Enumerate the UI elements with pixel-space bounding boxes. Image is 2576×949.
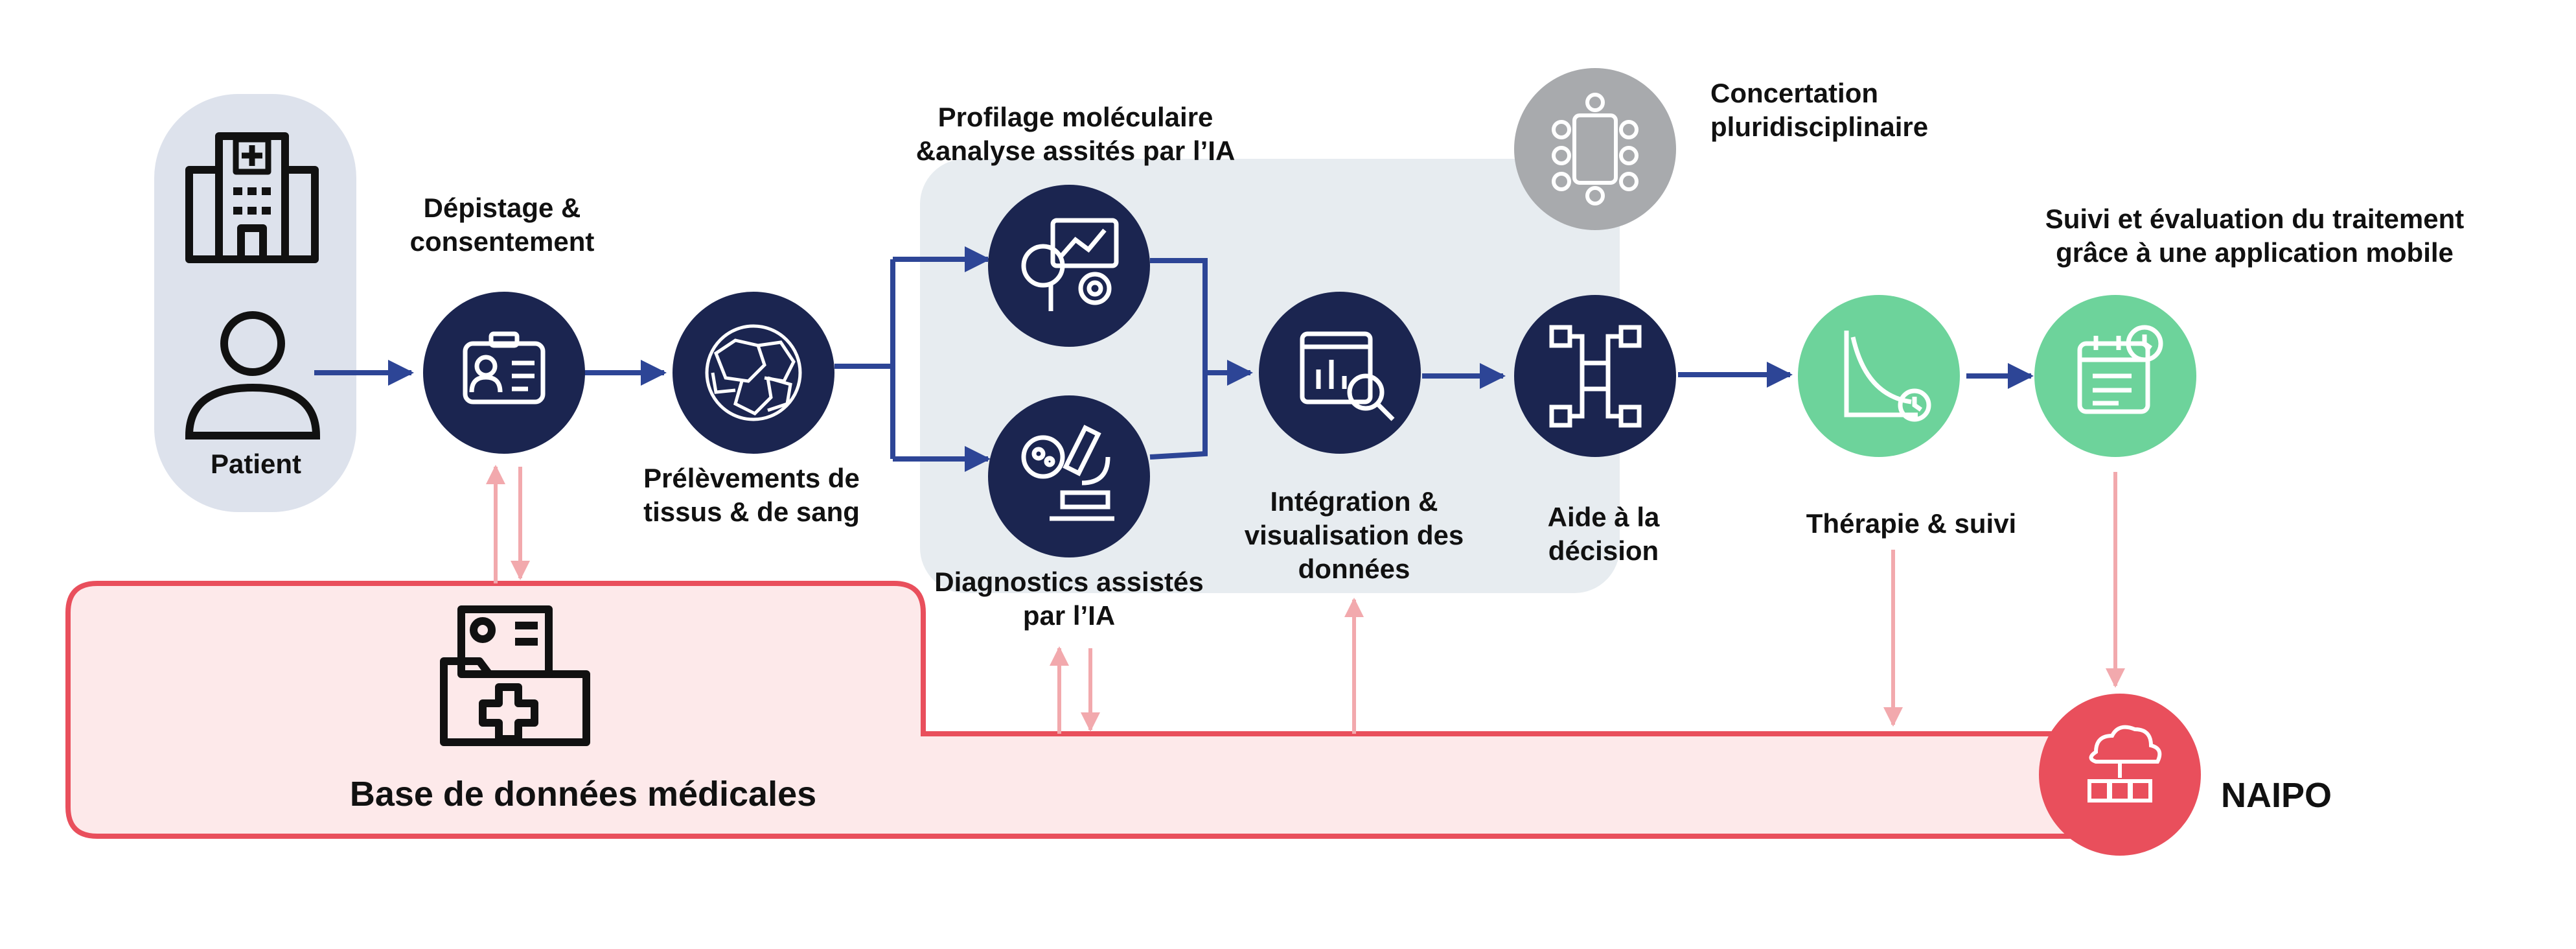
cell-sample-icon xyxy=(705,324,802,421)
meeting-table-icon xyxy=(1552,93,1639,205)
consultation-label: Concertation pluridisciplinaire xyxy=(1710,78,1929,142)
circuit-chip-icon xyxy=(1549,325,1642,428)
naipo-label: NAIPO xyxy=(2221,776,2332,815)
screening-node xyxy=(423,292,585,454)
dashboard-magnifier-icon xyxy=(1300,331,1395,421)
naipo-node xyxy=(2039,694,2201,856)
decision-node xyxy=(1514,295,1676,457)
followup-node xyxy=(2034,295,2196,457)
screening-label: Dépistage & consentement xyxy=(409,193,595,257)
followup-label: Suivi et évaluation du traitement grâce … xyxy=(2045,204,2465,268)
person-icon xyxy=(185,311,321,439)
profiling-label: Profilage moléculaire &analyse assités p… xyxy=(915,102,1236,166)
diagnostics-node xyxy=(988,395,1150,557)
microscope-icon xyxy=(1021,425,1114,521)
sampling-node xyxy=(673,292,834,454)
integration-node xyxy=(1259,292,1421,454)
database-label: Base de données médicales xyxy=(349,775,817,814)
medical-folder-icon xyxy=(440,605,590,746)
diagnostics-label: Diagnostics assistés par l’IA xyxy=(934,567,1204,631)
database-region xyxy=(65,581,2076,839)
calendar-clock-icon xyxy=(2077,325,2163,414)
consultation-node xyxy=(1514,68,1676,230)
patient-label: Patient xyxy=(210,449,302,479)
sampling-label: Prélèvements de tissus & de sang xyxy=(643,463,860,527)
cloud-cubes-icon xyxy=(2087,725,2162,803)
decay-curve-clock-icon xyxy=(1844,331,1931,422)
therapy-label: Thérapie & suivi xyxy=(1806,508,2017,539)
profiling-node xyxy=(988,185,1150,347)
hospital-icon xyxy=(185,132,319,263)
therapy-node xyxy=(1798,295,1960,457)
data-arrows xyxy=(486,465,2125,734)
decision-label: Aide à la décision xyxy=(1547,502,1660,566)
flow-arrows xyxy=(314,246,2034,472)
id-badge-icon xyxy=(463,331,546,404)
integration-label: Intégration & visualisation des données xyxy=(1244,486,1464,584)
analysis-gear-icon xyxy=(1021,218,1119,311)
